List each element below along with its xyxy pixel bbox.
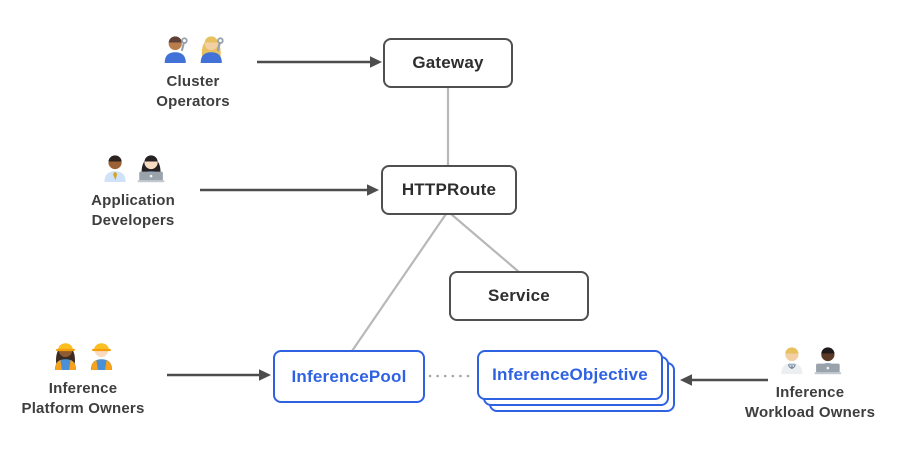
edge-httproute-inferencepool <box>351 213 447 352</box>
arrow-cluster-operators-to-gateway <box>257 56 382 68</box>
workload-owners-icon <box>745 341 875 375</box>
persona-application-developers: Application Developers <box>91 149 175 231</box>
inferenceobjective-stack: InferenceObjective <box>477 350 675 412</box>
persona-label: Inference Platform Owners <box>21 380 145 417</box>
person-figure <box>200 36 224 64</box>
person-figure <box>137 155 165 183</box>
cluster-operators-icon <box>156 30 230 64</box>
inferenceobjective-node: InferenceObjective <box>477 350 663 400</box>
person-figure <box>814 347 842 375</box>
person-figure <box>90 343 112 371</box>
persona-label: Inference Workload Owners <box>744 384 876 421</box>
person-figure <box>104 155 126 183</box>
edge-httproute-service <box>450 213 520 273</box>
persona-label: Cluster Operators <box>156 73 230 110</box>
httproute-node: HTTPRoute <box>381 165 517 215</box>
application-developers-icon <box>91 149 175 183</box>
inferencepool-node: InferencePool <box>273 350 425 403</box>
person-figure <box>781 347 803 375</box>
persona-inference-platform-owners: Inference Platform Owners <box>21 337 144 419</box>
gateway-node: Gateway <box>383 38 513 88</box>
platform-owners-icon <box>21 337 144 371</box>
service-node: Service <box>449 271 589 321</box>
arrow-platform-owners-to-inferencepool <box>167 369 271 381</box>
persona-cluster-operators: Cluster Operators <box>156 30 230 112</box>
arrow-application-developers-to-httproute <box>200 184 379 196</box>
person-figure <box>54 343 76 371</box>
persona-inference-workload-owners: Inference Workload Owners <box>745 341 875 423</box>
persona-label: Application Developers <box>91 192 175 229</box>
person-figure <box>164 36 188 64</box>
